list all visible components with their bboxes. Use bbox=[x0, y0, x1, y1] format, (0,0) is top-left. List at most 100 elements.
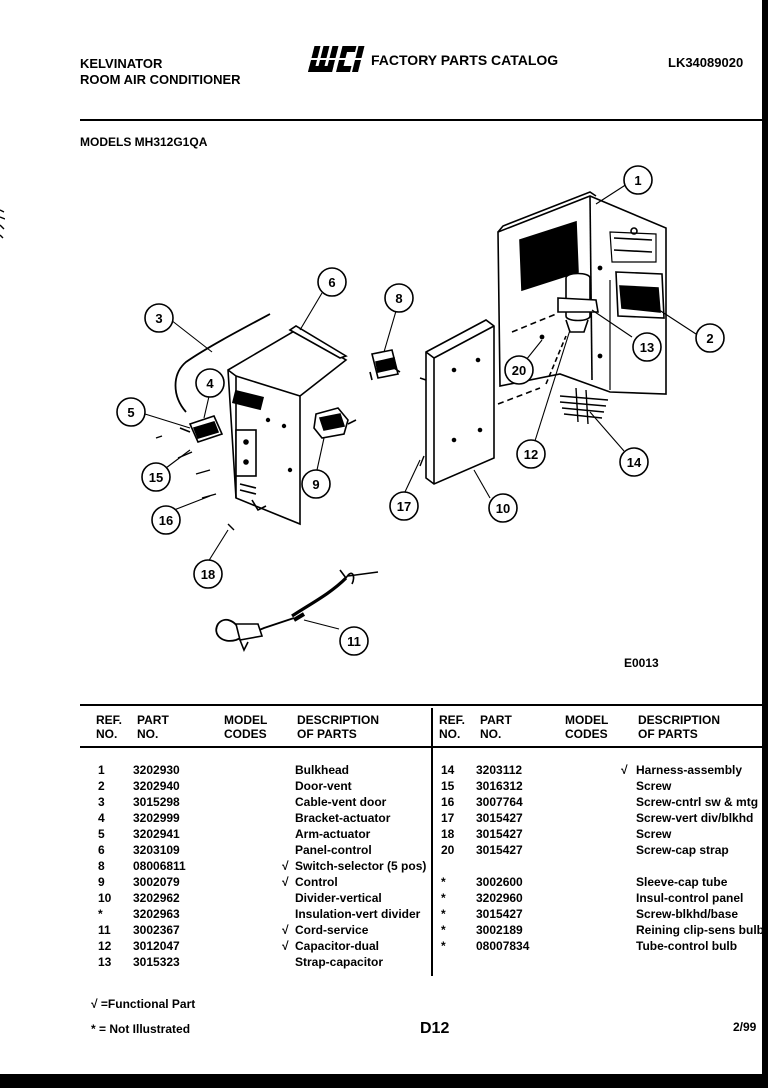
part-no-cell: 3202963 bbox=[133, 907, 180, 921]
part-no-cell: 3002367 bbox=[133, 923, 180, 937]
ref-no-cell: * bbox=[441, 875, 446, 889]
callout-12: 12 bbox=[524, 447, 538, 462]
description-cell: Insulation-vert divider bbox=[295, 907, 421, 921]
part-no-cell: 3002600 bbox=[476, 875, 523, 889]
part-no-cell: 3015427 bbox=[476, 811, 523, 825]
catalog-sheet: KELVINATOR ROOM AIR CONDITIONER FACTORY … bbox=[0, 0, 762, 1074]
callout-6: 6 bbox=[328, 275, 335, 290]
col-header-model-codes: MODEL CODES bbox=[224, 713, 268, 741]
actuator-bracket-part bbox=[179, 415, 224, 443]
description-cell: Screw bbox=[636, 779, 672, 793]
part-no-cell: 3015323 bbox=[133, 955, 180, 969]
ref-no-cell: 11 bbox=[98, 923, 111, 937]
exploded-parts-diagram: 1 2 3 4 5 6 8 9 10 11 12 13 14 15 16 17 … bbox=[116, 165, 725, 656]
diagram-code: E0013 bbox=[624, 656, 659, 670]
part-no-cell: 3202940 bbox=[133, 779, 180, 793]
revision-date: 2/99 bbox=[733, 1020, 757, 1034]
part-no-cell: 3015427 bbox=[476, 843, 523, 857]
description-cell: Screw bbox=[636, 827, 672, 841]
callout-5: 5 bbox=[127, 405, 134, 420]
ref-no-cell: 12 bbox=[98, 939, 112, 953]
page-number: D12 bbox=[420, 1020, 450, 1037]
ref-no-cell: 17 bbox=[441, 811, 455, 825]
functional-part-note: √ =Functional Part bbox=[91, 997, 196, 1011]
callout-11: 11 bbox=[347, 634, 361, 649]
callout-18: 18 bbox=[201, 567, 215, 582]
callout-13: 13 bbox=[640, 340, 654, 355]
part-no-cell: 3202999 bbox=[133, 811, 180, 825]
callout-20: 20 bbox=[512, 363, 526, 378]
part-no-cell: 3002079 bbox=[133, 875, 180, 889]
description-cell: Door-vent bbox=[295, 779, 352, 793]
ref-no-cell: 2 bbox=[98, 779, 105, 793]
callout-leaders bbox=[144, 183, 697, 630]
table-divider bbox=[431, 708, 433, 976]
callout-3: 3 bbox=[155, 311, 162, 326]
ref-no-cell: 6 bbox=[98, 843, 105, 857]
catalog-number: LK34089020 bbox=[668, 55, 744, 70]
table-top-rule bbox=[80, 704, 762, 706]
ref-no-cell: * bbox=[441, 907, 446, 921]
ref-no-cell: * bbox=[441, 923, 446, 937]
ref-no-cell: 5 bbox=[98, 827, 105, 841]
part-no-cell: 3202930 bbox=[133, 763, 180, 777]
description-cell: Bracket-actuator bbox=[295, 811, 391, 825]
part-no-cell: 3202941 bbox=[133, 827, 180, 841]
callout-numbers: 1 2 3 4 5 6 8 9 10 11 12 13 14 15 16 17 … bbox=[127, 173, 713, 649]
product-line: ROOM AIR CONDITIONER bbox=[80, 72, 241, 87]
callout-2: 2 bbox=[706, 331, 713, 346]
functional-mark: √ bbox=[621, 763, 628, 777]
description-cell: Capacitor-dual bbox=[295, 939, 380, 953]
functional-mark: √ bbox=[282, 939, 289, 953]
thermostat-control-part bbox=[313, 407, 357, 439]
ref-no-cell: 9 bbox=[98, 875, 105, 889]
ref-no-cell: 10 bbox=[98, 891, 112, 905]
brand-name: KELVINATOR bbox=[80, 56, 163, 71]
description-cell: Sleeve-cap tube bbox=[636, 875, 728, 889]
switch-selector-part bbox=[369, 349, 401, 381]
ref-no-cell: 13 bbox=[98, 955, 112, 969]
callout-4: 4 bbox=[206, 376, 214, 391]
callout-10: 10 bbox=[496, 501, 510, 516]
service-cord-part bbox=[215, 569, 379, 652]
description-cell: Panel-control bbox=[295, 843, 372, 857]
description-cell: Cable-vent door bbox=[295, 795, 387, 809]
vent-door-cable-part bbox=[174, 313, 271, 413]
description-cell: Control bbox=[295, 875, 338, 889]
part-no-cell: 3202962 bbox=[133, 891, 180, 905]
part-no-cell: 3012047 bbox=[133, 939, 180, 953]
ref-no-cell: 4 bbox=[98, 811, 105, 825]
header-rule bbox=[80, 119, 762, 121]
description-cell: Screw-cap strap bbox=[636, 843, 729, 857]
part-no-cell: 3015298 bbox=[133, 795, 180, 809]
ref-no-cell: 1 bbox=[98, 763, 105, 777]
ref-no-cell: * bbox=[98, 907, 103, 921]
not-illustrated-note: * = Not Illustrated bbox=[91, 1022, 191, 1036]
ref-no-cell: 16 bbox=[441, 795, 455, 809]
description-cell: Reining clip-sens bulb bbox=[636, 923, 765, 937]
callout-1: 1 bbox=[634, 173, 641, 188]
capacitor-part bbox=[511, 272, 599, 385]
description-cell: Bulkhead bbox=[295, 763, 350, 777]
part-no-cell: 08006811 bbox=[133, 859, 186, 873]
ref-no-cell: 3 bbox=[98, 795, 105, 809]
part-no-cell: 3015427 bbox=[476, 907, 523, 921]
description-cell: Screw-cntrl sw & mtg bbox=[636, 795, 759, 809]
control-panel-part bbox=[227, 325, 348, 526]
callout-8: 8 bbox=[395, 291, 402, 306]
callout-circles bbox=[116, 165, 725, 656]
table-header-rule bbox=[80, 746, 762, 748]
description-cell: Tube-control bulb bbox=[636, 939, 738, 953]
col-header-ref-no-right: REF. NO. bbox=[439, 713, 466, 741]
functional-mark: √ bbox=[282, 875, 289, 889]
part-no-cell: 3002189 bbox=[476, 923, 523, 937]
callout-16: 16 bbox=[159, 513, 173, 528]
functional-mark: √ bbox=[282, 923, 289, 937]
callout-14: 14 bbox=[627, 455, 642, 470]
ref-no-cell: 14 bbox=[441, 763, 455, 777]
callout-17: 17 bbox=[397, 499, 411, 514]
description-cell: Insul-control panel bbox=[636, 891, 744, 905]
wci-logo bbox=[305, 44, 367, 74]
part-no-cell: 3202960 bbox=[476, 891, 523, 905]
ref-no-cell: 15 bbox=[441, 779, 455, 793]
